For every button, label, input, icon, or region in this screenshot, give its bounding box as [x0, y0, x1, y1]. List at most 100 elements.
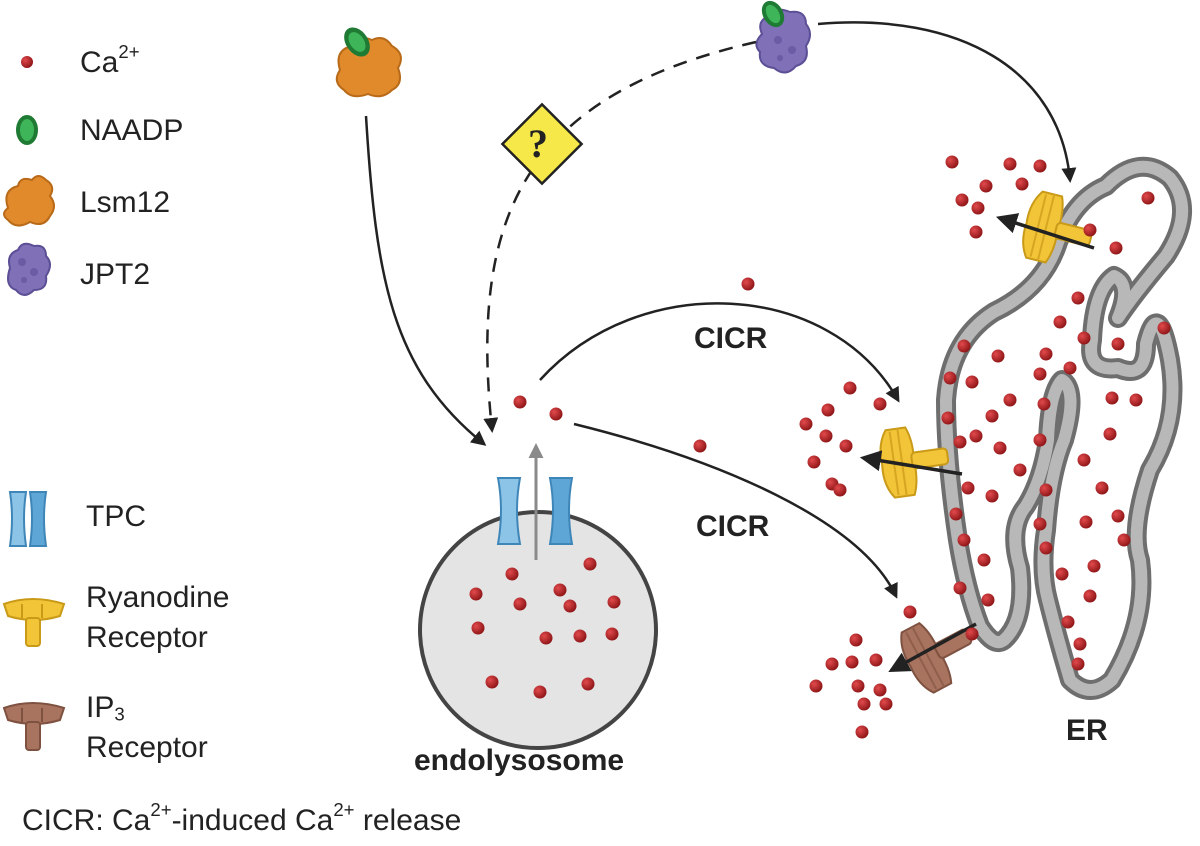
calcium-ion: [821, 403, 835, 417]
ryanodine-receptor-icon: [2, 598, 66, 647]
calcium-ion: [1071, 657, 1085, 671]
calcium-ion: [741, 277, 755, 291]
er-label: ER: [1066, 714, 1108, 747]
jpt2-to-ryr-arrow: [817, 21, 1077, 183]
ryr-middle-release-arrow: [859, 450, 963, 476]
calcium-ion: [693, 439, 707, 453]
calcium-ion: [1037, 397, 1051, 411]
legend-calcium-label: Ca2+: [80, 41, 140, 79]
calcium-ion: [879, 697, 893, 711]
calcium-ion: [1003, 393, 1017, 407]
calcium-ion: [1083, 589, 1097, 603]
calcium-ion: [1095, 481, 1109, 495]
calcium-ion: [573, 629, 587, 643]
calcium-ion: [1141, 191, 1155, 205]
calcium-ion: [1087, 559, 1101, 573]
calcium-ion: [1077, 453, 1091, 467]
endolysosome-vesicle: [418, 510, 658, 750]
calcium-ion: [979, 179, 993, 193]
calcium-ion: [1039, 541, 1053, 555]
calcium-ion: [605, 627, 619, 641]
calcium-ion: [1103, 427, 1117, 441]
tpc-channel: [496, 477, 574, 545]
calcium-ion: [1111, 509, 1125, 523]
calcium-ion: [1053, 315, 1067, 329]
calcium-ion: [957, 533, 971, 547]
cicr-upper-label: CICR: [694, 322, 768, 355]
calcium-ion: [953, 435, 967, 449]
calcium-ion: [991, 349, 1005, 363]
calcium-ion: [513, 395, 527, 409]
calcium-ion: [993, 441, 1007, 455]
calcium-ion: [1033, 517, 1047, 531]
calcium-ion: [505, 567, 519, 581]
calcium-ion: [819, 429, 833, 443]
calcium-ion: [977, 553, 991, 567]
calcium-ion: [809, 679, 823, 693]
calcium-ion: [485, 675, 499, 689]
calcium-ion: [1033, 159, 1047, 173]
calcium-ion: [1105, 391, 1119, 405]
calcium-ion: [855, 725, 869, 739]
calcium-ion: [949, 507, 963, 521]
question-mark-label: ?: [528, 121, 548, 166]
calcium-ion: [1033, 367, 1047, 381]
jpt2-naadp-complex: [755, 0, 811, 74]
calcium-ion: [953, 581, 967, 595]
calcium-ion: [1109, 241, 1123, 255]
calcium-ion: [873, 683, 887, 697]
calcium-ion: [1079, 515, 1093, 529]
calcium-ion: [1039, 483, 1053, 497]
lsm12-icon: [3, 175, 55, 227]
calcium-ion: [1077, 331, 1091, 345]
tpc-icon: [8, 491, 48, 547]
calcium-ion: [563, 599, 577, 613]
calcium-ion: [581, 677, 595, 691]
calcium-ion: [549, 407, 563, 421]
calcium-ion: [1111, 337, 1125, 351]
calcium-ion: [825, 657, 839, 671]
calcium-ion: [533, 685, 547, 699]
calcium-ion: [845, 655, 859, 669]
calcium-ion: [903, 605, 917, 619]
calcium-ions: [469, 155, 1171, 739]
calcium-ion: [985, 489, 999, 503]
ip3-receptor-icon: [2, 702, 66, 751]
calcium-ion: [1003, 157, 1017, 171]
endolysosome-label: endolysosome: [414, 744, 625, 777]
calcium-ion: [955, 193, 969, 207]
calcium-ion: [957, 339, 971, 353]
calcium-ion: [969, 225, 983, 239]
calcium-ion: [961, 481, 975, 495]
cicr-lower-arrow: [573, 422, 898, 599]
endoplasmic-reticulum: [936, 156, 1192, 700]
legend-naadp-label: NAADP: [80, 114, 184, 147]
calcium-ion: [873, 397, 887, 411]
legend-tpc-label: TPC: [86, 500, 146, 533]
calcium-ion: [513, 597, 527, 611]
calcium-ion: [1117, 533, 1131, 547]
calcium-ion: [965, 375, 979, 389]
legend-ip3r-label: IP3 Receptor: [86, 691, 208, 764]
calcium-ion: [1039, 347, 1053, 361]
ryr-upper-release-arrow: [995, 213, 1095, 250]
calcium-ion: [1129, 393, 1143, 407]
calcium-ion: [807, 455, 821, 469]
calcium-ion: [1033, 433, 1047, 447]
calcium-ion: [553, 583, 567, 597]
calcium-ion: [1073, 637, 1087, 651]
legend-jpt2-label: JPT2: [80, 258, 151, 291]
unknown-mechanism-icon: [500, 102, 584, 186]
calcium-ion: [985, 409, 999, 423]
calcium-ion: [945, 155, 959, 169]
calcium-ion: [1061, 615, 1075, 629]
calcium-ion: [469, 587, 483, 601]
jpt2-icon: [7, 242, 51, 296]
calcium-ion: [1055, 567, 1069, 581]
calcium-ion: [941, 411, 955, 425]
calcium-ion: [1083, 223, 1097, 237]
jpt2-to-tpc-dashed-arrow: [483, 40, 757, 433]
calcium-ion: [965, 627, 979, 641]
